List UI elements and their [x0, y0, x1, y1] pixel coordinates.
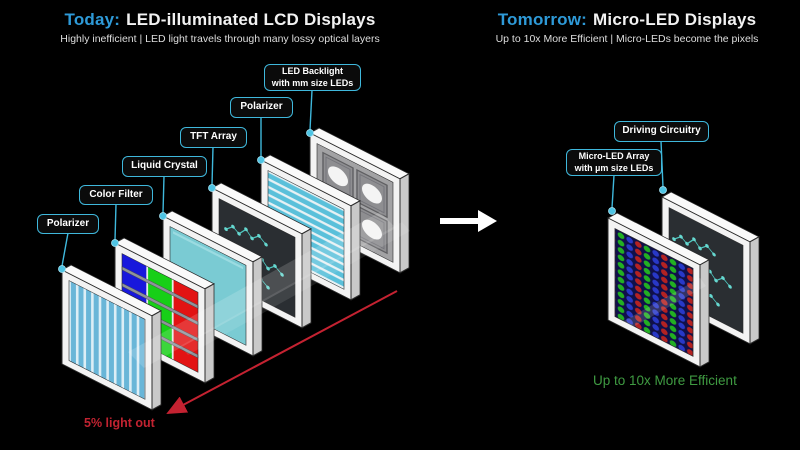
- left-title-rest: LED-illuminated LCD Displays: [126, 10, 376, 29]
- right-header: Tomorrow: Micro-LED Displays Up to 10x Mo…: [462, 10, 792, 45]
- label-polarizer-front: Polarizer: [37, 214, 99, 234]
- connector-dots: [58, 129, 667, 273]
- light-sheen: [128, 212, 410, 368]
- label-polarizer-back: Polarizer: [230, 97, 293, 118]
- label-liquid-crystal: Liquid Crystal: [122, 156, 207, 177]
- efficiency-annotation: Up to 10x More Efficient: [593, 373, 737, 388]
- left-header: Today: LED-illuminated LCD Displays Highl…: [28, 10, 412, 45]
- right-title-rest: Micro-LED Displays: [593, 10, 757, 29]
- left-title: Today: LED-illuminated LCD Displays: [28, 10, 412, 30]
- left-subtitle: Highly inefficient | LED light travels t…: [60, 33, 380, 45]
- panel-microled-array: [607, 212, 710, 368]
- label-led-backlight: LED Backlight with mm size LEDs: [264, 64, 361, 91]
- left-title-highlight: Today:: [64, 10, 121, 29]
- right-title-highlight: Tomorrow:: [497, 10, 588, 29]
- light-loss-arrow: [166, 290, 398, 414]
- label-microled-array: Micro-LED Array with µm size LEDs: [566, 149, 662, 176]
- label-driving-circuitry: Driving Circuitry: [614, 121, 709, 142]
- label-tft-array: TFT Array: [180, 127, 247, 148]
- label-color-filter: Color Filter: [79, 185, 153, 205]
- right-subtitle: Up to 10x More Efficient | Micro-LEDs be…: [495, 33, 759, 45]
- transition-arrow: [440, 210, 497, 232]
- panel-polarizer-front: [61, 264, 162, 411]
- leader-lines: [61, 89, 664, 267]
- microled-sheen: [622, 278, 706, 330]
- right-title: Tomorrow: Micro-LED Displays: [462, 10, 792, 30]
- light-out-annotation: 5% light out: [84, 416, 155, 430]
